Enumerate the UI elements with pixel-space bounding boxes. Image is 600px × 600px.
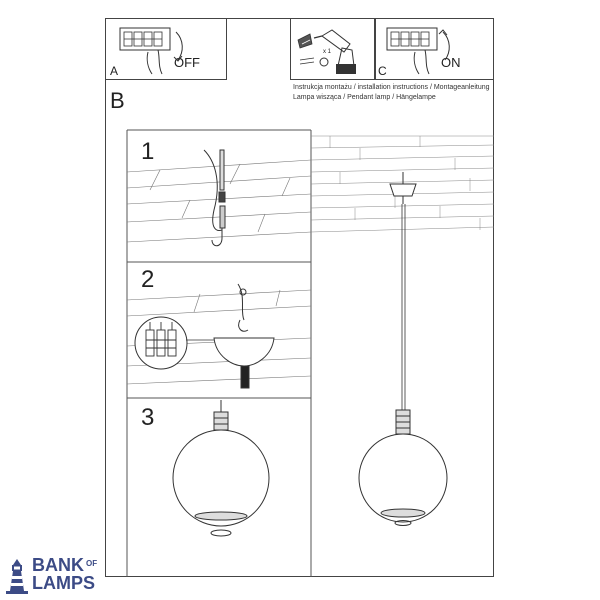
instruction-line-1: Instrukcja montażu / installation instru… <box>293 84 490 91</box>
panel-a-action: OFF <box>174 55 200 70</box>
panel-a <box>105 18 227 80</box>
panel-a-letter: A <box>110 64 119 78</box>
step-3-label: 3 <box>141 404 155 431</box>
drill-qty: x 1 <box>323 49 332 55</box>
panel-c <box>375 18 494 80</box>
lighthouse-icon <box>6 559 28 594</box>
brand-logo: BANK OF LAMPS <box>0 553 110 598</box>
step-2-label: 2 <box>141 266 155 293</box>
step-1-label: 1 <box>141 138 155 165</box>
brand-of: OF <box>86 559 98 568</box>
panel-drill <box>290 18 375 80</box>
brand-line1: BANK <box>32 555 84 575</box>
panel-c-letter: C <box>378 64 387 78</box>
section-letter: B <box>110 88 125 113</box>
drill-icon <box>297 29 356 74</box>
switch-off-icon <box>119 27 183 75</box>
instruction-text: Instrukcja montażu / installation instru… <box>293 83 493 102</box>
instruction-line-2: Lampa wisząca / Pendant lamp / Hängelamp… <box>293 93 436 101</box>
brand-line2: LAMPS <box>32 573 95 593</box>
switch-on-icon <box>386 27 450 75</box>
